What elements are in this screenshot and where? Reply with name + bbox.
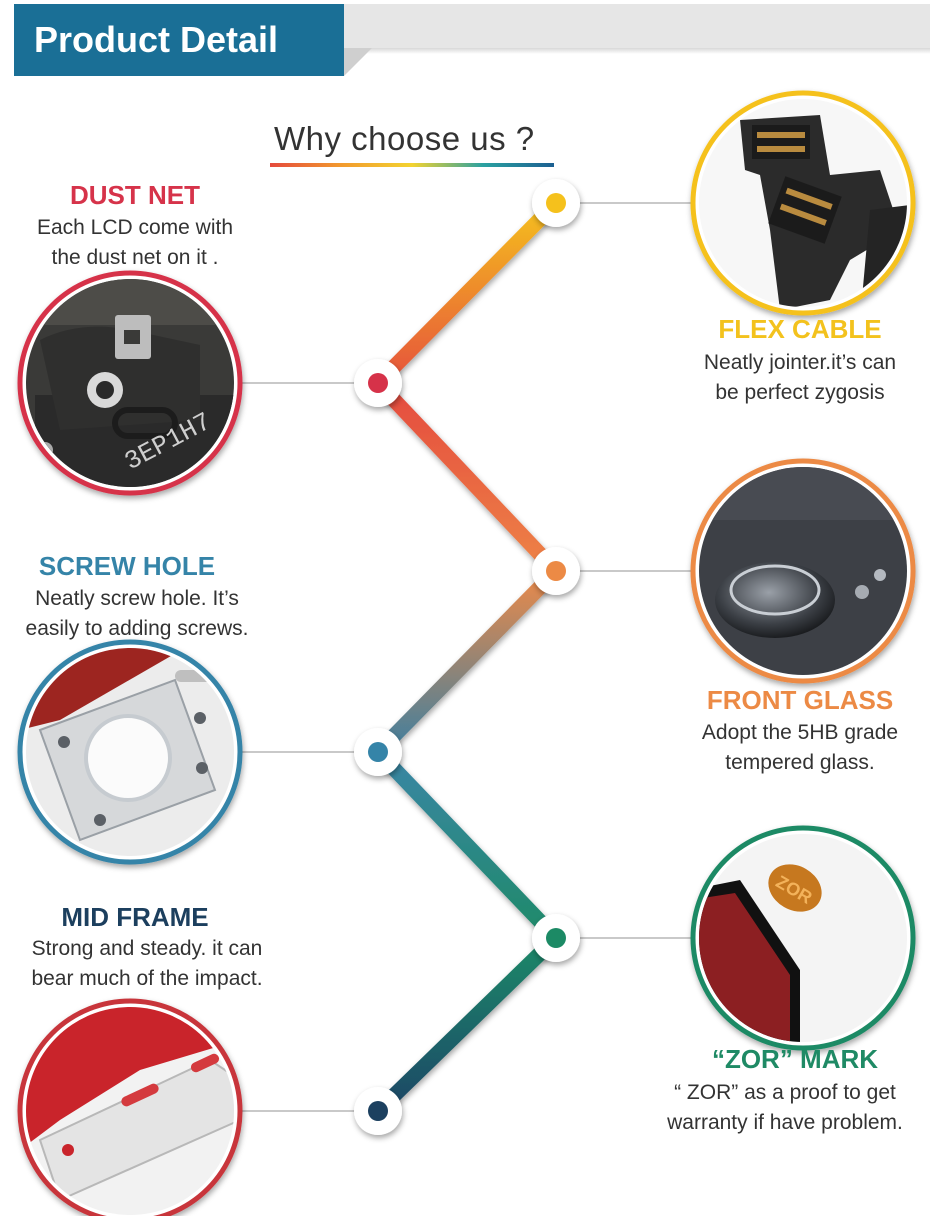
mid-frame-desc-line1: Strong and steady. it can xyxy=(31,937,263,960)
mid-frame-desc-line2: bear much of the impact. xyxy=(31,967,263,990)
zigzag-path xyxy=(370,195,564,1119)
dust-net-photo: 3EP1H7 xyxy=(17,270,243,496)
zor-mark-desc-line1: “ ZOR” as a proof to get xyxy=(674,1081,896,1104)
flex-cable-heading: FLEX CABLE xyxy=(718,314,882,344)
flex-cable-photo xyxy=(690,90,916,316)
section-subtitle: Why choose us ? xyxy=(274,120,535,157)
timeline-nodes xyxy=(354,179,580,1135)
node-zor-mark xyxy=(532,914,580,962)
dust-net-desc-line2: the dust net on it . xyxy=(51,246,219,269)
flex-cable-desc-line1: Neatly jointer.it’s can xyxy=(703,351,897,374)
zor-mark-desc-line2: warranty if have problem. xyxy=(667,1111,903,1134)
header-shadow xyxy=(330,48,930,54)
node-flex-cable xyxy=(532,179,580,227)
dust-net-desc-line1: Each LCD come with xyxy=(36,216,234,239)
screw-hole-heading: SCREW HOLE xyxy=(38,551,216,581)
subtitle-underline xyxy=(270,163,554,167)
node-mid-frame xyxy=(354,1087,402,1135)
title-notch xyxy=(344,48,372,76)
screw-hole-desc-line1: Neatly screw hole. It’s xyxy=(35,587,239,610)
mid-frame-photo xyxy=(17,998,243,1216)
page-title: Product Detail xyxy=(14,4,344,76)
front-glass-desc-line1: Adopt the 5HB grade xyxy=(701,721,899,744)
screw-hole-photo xyxy=(17,639,243,865)
node-screw-hole xyxy=(354,728,402,776)
node-dust-net xyxy=(354,359,402,407)
front-glass-heading: FRONT GLASS xyxy=(706,685,894,715)
node-front-glass xyxy=(532,547,580,595)
header-bar: Product Detail xyxy=(0,0,930,76)
zor-mark-heading: “ZOR” MARK xyxy=(711,1044,879,1074)
header-gray-strip xyxy=(330,4,930,48)
flex-cable-desc-line2: be perfect zygosis xyxy=(715,381,885,404)
front-glass-desc-line2: tempered glass. xyxy=(725,751,875,774)
zor-mark-photo: ZOR xyxy=(690,825,916,1051)
screw-hole-desc-line2: easily to adding screws. xyxy=(25,617,249,640)
mid-frame-heading: MID FRAME xyxy=(61,902,209,932)
dust-net-heading: DUST NET xyxy=(70,180,200,210)
front-glass-photo xyxy=(690,458,916,684)
